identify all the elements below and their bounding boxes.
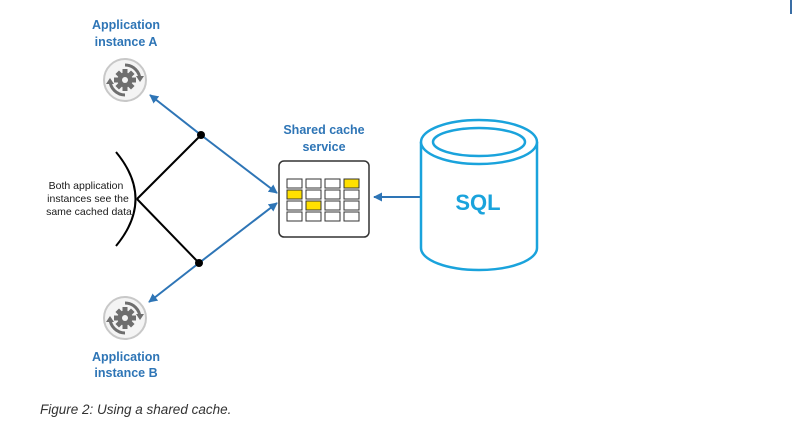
arrow-to-cache-from-a bbox=[200, 134, 278, 194]
app-b-subtitle: instance B bbox=[94, 366, 157, 380]
cache-cell bbox=[286, 211, 303, 222]
arrow-to-app-b bbox=[148, 262, 200, 303]
cache-cell bbox=[343, 211, 360, 222]
cache-cell bbox=[286, 200, 303, 211]
database-cylinder-icon bbox=[419, 118, 539, 272]
figure-caption: Figure 2: Using a shared cache. bbox=[40, 402, 232, 417]
annotation-dot-b bbox=[195, 259, 203, 267]
annotation-line-b bbox=[136, 198, 200, 264]
cache-cell bbox=[324, 189, 341, 200]
annotation-line-2: instances see the bbox=[47, 193, 129, 205]
annotation-line-1: Both application bbox=[49, 180, 124, 192]
gear-icon bbox=[103, 58, 147, 102]
annotation-bracket bbox=[115, 151, 137, 247]
cache-cell bbox=[305, 189, 322, 200]
cache-subtitle: service bbox=[302, 140, 345, 154]
annotation-dot-a bbox=[197, 131, 205, 139]
cache-cell bbox=[343, 200, 360, 211]
cache-cell bbox=[343, 178, 360, 189]
cache-grid-icon bbox=[278, 160, 370, 238]
cache-cell bbox=[305, 200, 322, 211]
cache-cell bbox=[324, 200, 341, 211]
edge-marker bbox=[790, 0, 792, 14]
cache-cell bbox=[343, 189, 360, 200]
app-a-title: Application bbox=[92, 18, 160, 32]
app-b-title: Application bbox=[92, 350, 160, 364]
app-a-subtitle: instance A bbox=[95, 35, 158, 49]
cache-cell bbox=[286, 178, 303, 189]
arrow-to-cache-from-b bbox=[198, 202, 278, 264]
cache-cell bbox=[324, 211, 341, 222]
gear-icon bbox=[103, 296, 147, 340]
cache-cell bbox=[324, 178, 341, 189]
cache-title: Shared cache bbox=[283, 123, 364, 137]
sql-label: SQL bbox=[455, 190, 500, 215]
cache-cell bbox=[286, 189, 303, 200]
cache-cell bbox=[305, 178, 322, 189]
arrow-to-app-a bbox=[149, 94, 202, 136]
annotation-line-a bbox=[136, 134, 202, 200]
annotation-line-3: same cached data bbox=[46, 206, 132, 218]
cache-cell bbox=[305, 211, 322, 222]
